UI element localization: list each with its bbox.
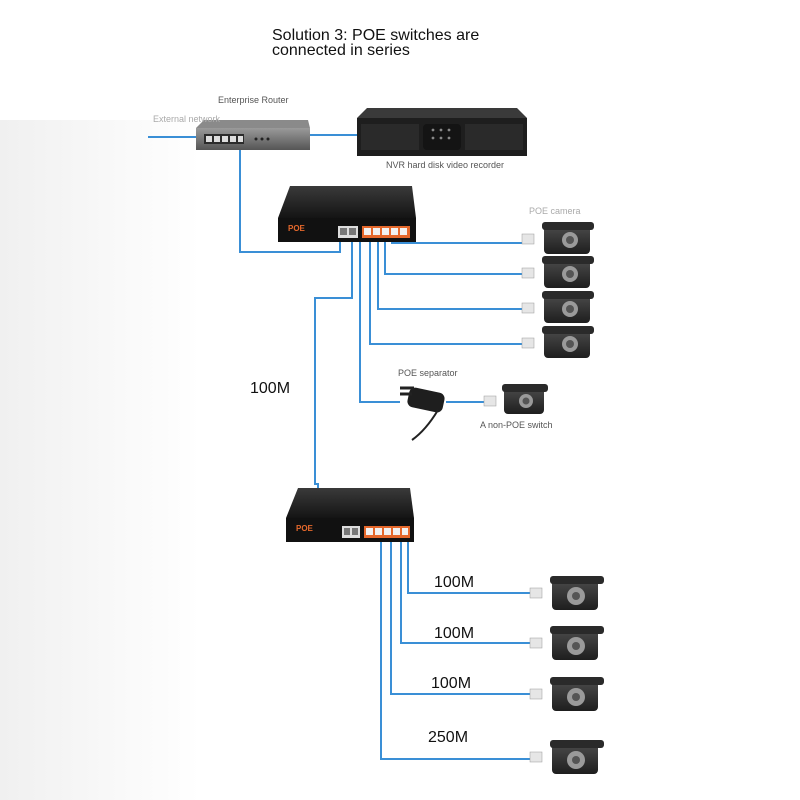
label-poe-separator: POE separator [398,368,458,378]
label-enterprise-router: Enterprise Router [218,95,289,105]
camera-sw1-2 [521,256,594,288]
cable-sw2-cam3 [390,540,538,695]
label-cam4-speed: 250M [428,729,469,746]
label-nvr: NVR hard disk video recorder [386,160,505,170]
title-line-1: Solution 3: POE switches are [272,27,480,44]
svg-text:POE: POE [288,224,306,233]
label-poe-camera: POE camera [529,206,581,216]
poe-separator [400,386,445,441]
title-line-2: connected in series [272,42,410,59]
camera-sw1-4 [521,326,594,358]
cable-sw1-separator [359,238,400,403]
poe-switch-2: POE [286,488,414,542]
camera-sw2-4 [529,740,604,774]
cable-sw1-cam4 [369,238,530,345]
camera-sw1-3 [521,291,594,323]
label-cam1-speed: 100M [434,574,475,591]
camera-sw1-1 [521,222,594,254]
camera-sw2-3 [529,677,604,711]
cable-sw1-cam3 [377,238,530,310]
poe-switch-1: POE [278,186,416,242]
cable-sw1-sw2 [314,238,353,492]
camera-non-poe [483,384,548,414]
nvr-recorder [357,108,527,156]
camera-sw2-2 [529,626,604,660]
cable-sw2-cam2 [400,540,538,644]
cables [148,134,538,760]
label-non-poe-switch: A non-POE switch [480,420,553,430]
cable-sw2-cam4 [380,540,538,760]
cable-sw2-cam1 [407,540,538,594]
camera-icons [483,222,604,774]
camera-sw2-1 [529,576,604,610]
svg-text:POE: POE [296,524,314,533]
label-uplink-speed: 100M [250,380,291,397]
cable-sw1-cam2 [384,238,530,275]
label-cam3-speed: 100M [431,675,472,692]
enterprise-router [196,120,310,150]
background-shade [0,120,200,800]
label-cam2-speed: 100M [434,625,475,642]
diagram-title: Solution 3: POE switches are connected i… [272,27,532,59]
label-external-network: External network [153,114,221,124]
cable-router-switch1 [239,147,341,253]
